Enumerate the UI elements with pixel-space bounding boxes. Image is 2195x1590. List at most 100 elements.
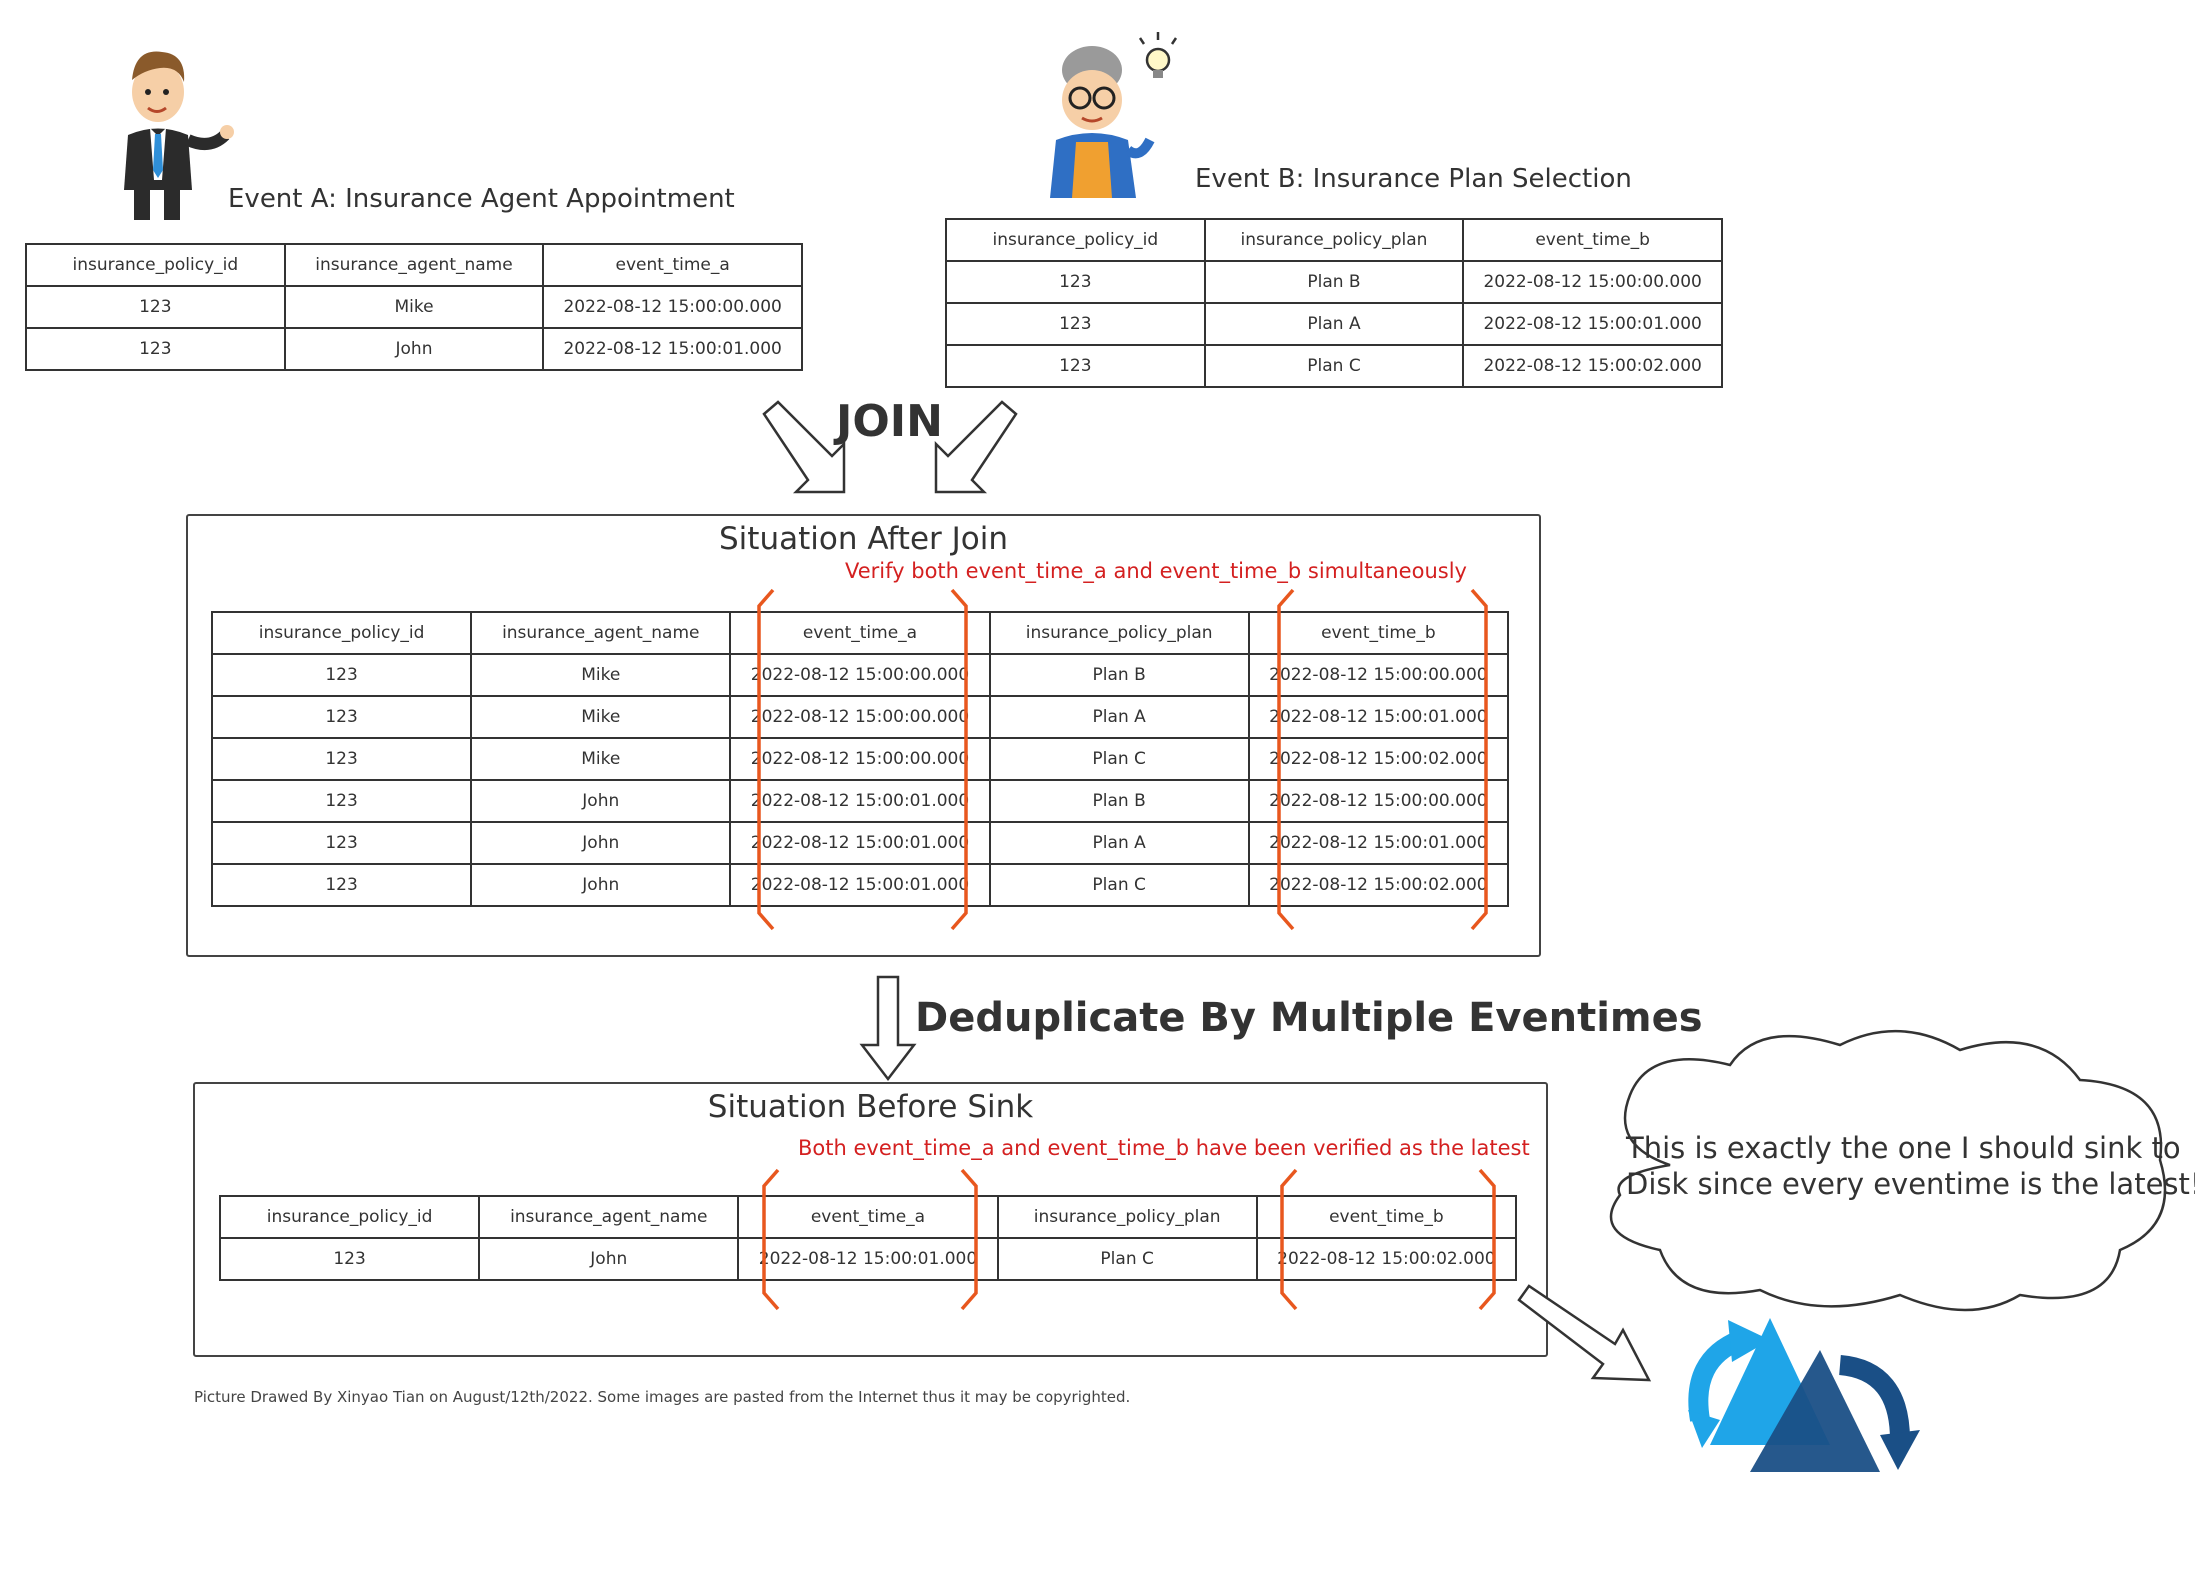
before-sink-note: Both event_time_a and event_time_b have … — [798, 1136, 1530, 1160]
table-header-row: insurance_policy_id insurance_policy_pla… — [945, 218, 1723, 262]
table-cell: 2022-08-12 15:00:01.000 — [1247, 695, 1510, 739]
sync-disk-icon — [1688, 1318, 1920, 1472]
table-cell: 123 — [945, 260, 1206, 304]
table-header-cell: insurance_policy_plan — [996, 1195, 1258, 1239]
table-cell: Plan C — [988, 863, 1250, 907]
table-cell: 2022-08-12 15:00:01.000 — [729, 863, 991, 907]
table-cell: 123 — [218, 1237, 481, 1281]
table-header-cell: insurance_policy_id — [218, 1195, 481, 1239]
table-cell: 2022-08-12 15:00:02.000 — [1462, 344, 1723, 388]
table-cell: 2022-08-12 15:00:02.000 — [1247, 863, 1510, 907]
cloud-text-line: Disk since every eventime is the latest! — [1626, 1167, 2195, 1201]
table-row: 123 Mike 2022-08-12 15:00:00.000 — [25, 285, 803, 329]
table-cell: John — [470, 779, 732, 823]
before-sink-title: Situation Before Sink — [707, 1089, 1034, 1125]
bracket-event-time-b-icon — [1277, 588, 1488, 931]
table-cell: 123 — [210, 653, 473, 697]
cloud-text: This is exactly the one I should sink to… — [1626, 1130, 2195, 1202]
table-row: 123 Plan C 2022-08-12 15:00:02.000 — [945, 344, 1723, 388]
table-cell: John — [283, 327, 545, 371]
dedup-label: Deduplicate By Multiple Eventimes — [915, 995, 1703, 1041]
join-label: JOIN — [836, 396, 943, 447]
table-cell: John — [470, 863, 732, 907]
table-row: 123 John 2022-08-12 15:00:01.000 — [25, 327, 803, 371]
table-cell: 2022-08-12 15:00:00.000 — [729, 737, 991, 781]
table-cell: 123 — [210, 863, 473, 907]
table-cell: 2022-08-12 15:00:01.000 — [737, 1237, 999, 1281]
grandma-idea-icon — [1050, 32, 1178, 198]
table-cell: Mike — [470, 695, 732, 739]
table-cell: 2022-08-12 15:00:02.000 — [1255, 1237, 1518, 1281]
table-header-cell: event_time_b — [1255, 1195, 1518, 1239]
table-cell: 2022-08-12 15:00:02.000 — [1247, 737, 1510, 781]
after-join-frame: Situation After Join — [186, 514, 1541, 957]
table-header-cell: insurance_agent_name — [283, 243, 545, 287]
after-join-note: Verify both event_time_a and event_time_… — [845, 559, 1467, 583]
table-cell: 2022-08-12 15:00:01.000 — [729, 821, 991, 865]
table-cell: 2022-08-12 15:00:00.000 — [1247, 653, 1510, 697]
table-header-cell: event_time_b — [1247, 611, 1510, 655]
table-cell: Plan A — [988, 821, 1250, 865]
table-header-cell: insurance_policy_plan — [988, 611, 1250, 655]
table-cell: John — [470, 821, 732, 865]
thought-cloud-icon — [1609, 1030, 2167, 1312]
bracket-sink-time-b-icon — [1280, 1168, 1496, 1311]
table-cell: 123 — [210, 737, 473, 781]
table-cell: 123 — [945, 344, 1206, 388]
after-join-title: Situation After Join — [719, 521, 1008, 557]
table-cell: 123 — [210, 779, 473, 823]
table-row: 123 Plan B 2022-08-12 15:00:00.000 — [945, 260, 1723, 304]
footer-note: Picture Drawed By Xinyao Tian on August/… — [194, 1388, 1131, 1406]
table-cell: 123 — [25, 285, 286, 329]
table-cell: Plan B — [988, 653, 1250, 697]
table-cell: Mike — [470, 653, 732, 697]
sink-arrow-icon — [1517, 1284, 1652, 1382]
table-header-cell: event_time_a — [737, 1195, 999, 1239]
table-cell: Mike — [470, 737, 732, 781]
table-header-cell: insurance_agent_name — [478, 1195, 740, 1239]
table-cell: 2022-08-12 15:00:00.000 — [1462, 260, 1723, 304]
bracket-sink-time-a-icon — [762, 1168, 978, 1311]
table-cell: Plan B — [988, 779, 1250, 823]
event-a-caption: Event A: Insurance Agent Appointment — [228, 184, 735, 214]
table-header-cell: insurance_policy_id — [945, 218, 1206, 262]
before-sink-frame: Situation Before Sink — [193, 1082, 1548, 1357]
table-cell: 2022-08-12 15:00:00.000 — [729, 653, 991, 697]
table-cell: 2022-08-12 15:00:00.000 — [542, 285, 803, 329]
table-cell: 2022-08-12 15:00:00.000 — [729, 695, 991, 739]
cloud-text-line: This is exactly the one I should sink to — [1626, 1131, 2181, 1165]
table-cell: 2022-08-12 15:00:01.000 — [1247, 821, 1510, 865]
table-cell: Mike — [283, 285, 545, 329]
table-header-cell: event_time_a — [729, 611, 991, 655]
table-cell: 123 — [25, 327, 286, 371]
table-cell: Plan C — [988, 737, 1250, 781]
table-cell: Plan B — [1203, 260, 1465, 304]
event-a-table: insurance_policy_id insurance_agent_name… — [25, 243, 803, 371]
table-header-cell: event_time_b — [1462, 218, 1723, 262]
bracket-event-time-a-icon — [757, 588, 968, 931]
table-cell: Plan C — [1203, 344, 1465, 388]
table-cell: Plan C — [996, 1237, 1258, 1281]
table-header-cell: event_time_a — [542, 243, 803, 287]
table-cell: 2022-08-12 15:00:01.000 — [1462, 302, 1723, 346]
businessman-icon — [124, 51, 234, 220]
table-cell: John — [478, 1237, 740, 1281]
event-b-table: insurance_policy_id insurance_policy_pla… — [945, 218, 1723, 388]
table-header-cell: insurance_agent_name — [470, 611, 732, 655]
table-header-row: insurance_policy_id insurance_agent_name… — [25, 243, 803, 287]
event-b-caption: Event B: Insurance Plan Selection — [1195, 164, 1632, 194]
table-cell: 2022-08-12 15:00:01.000 — [729, 779, 991, 823]
table-header-cell: insurance_policy_id — [25, 243, 286, 287]
table-header-cell: insurance_policy_plan — [1203, 218, 1465, 262]
join-arrow-left-icon — [762, 400, 846, 494]
